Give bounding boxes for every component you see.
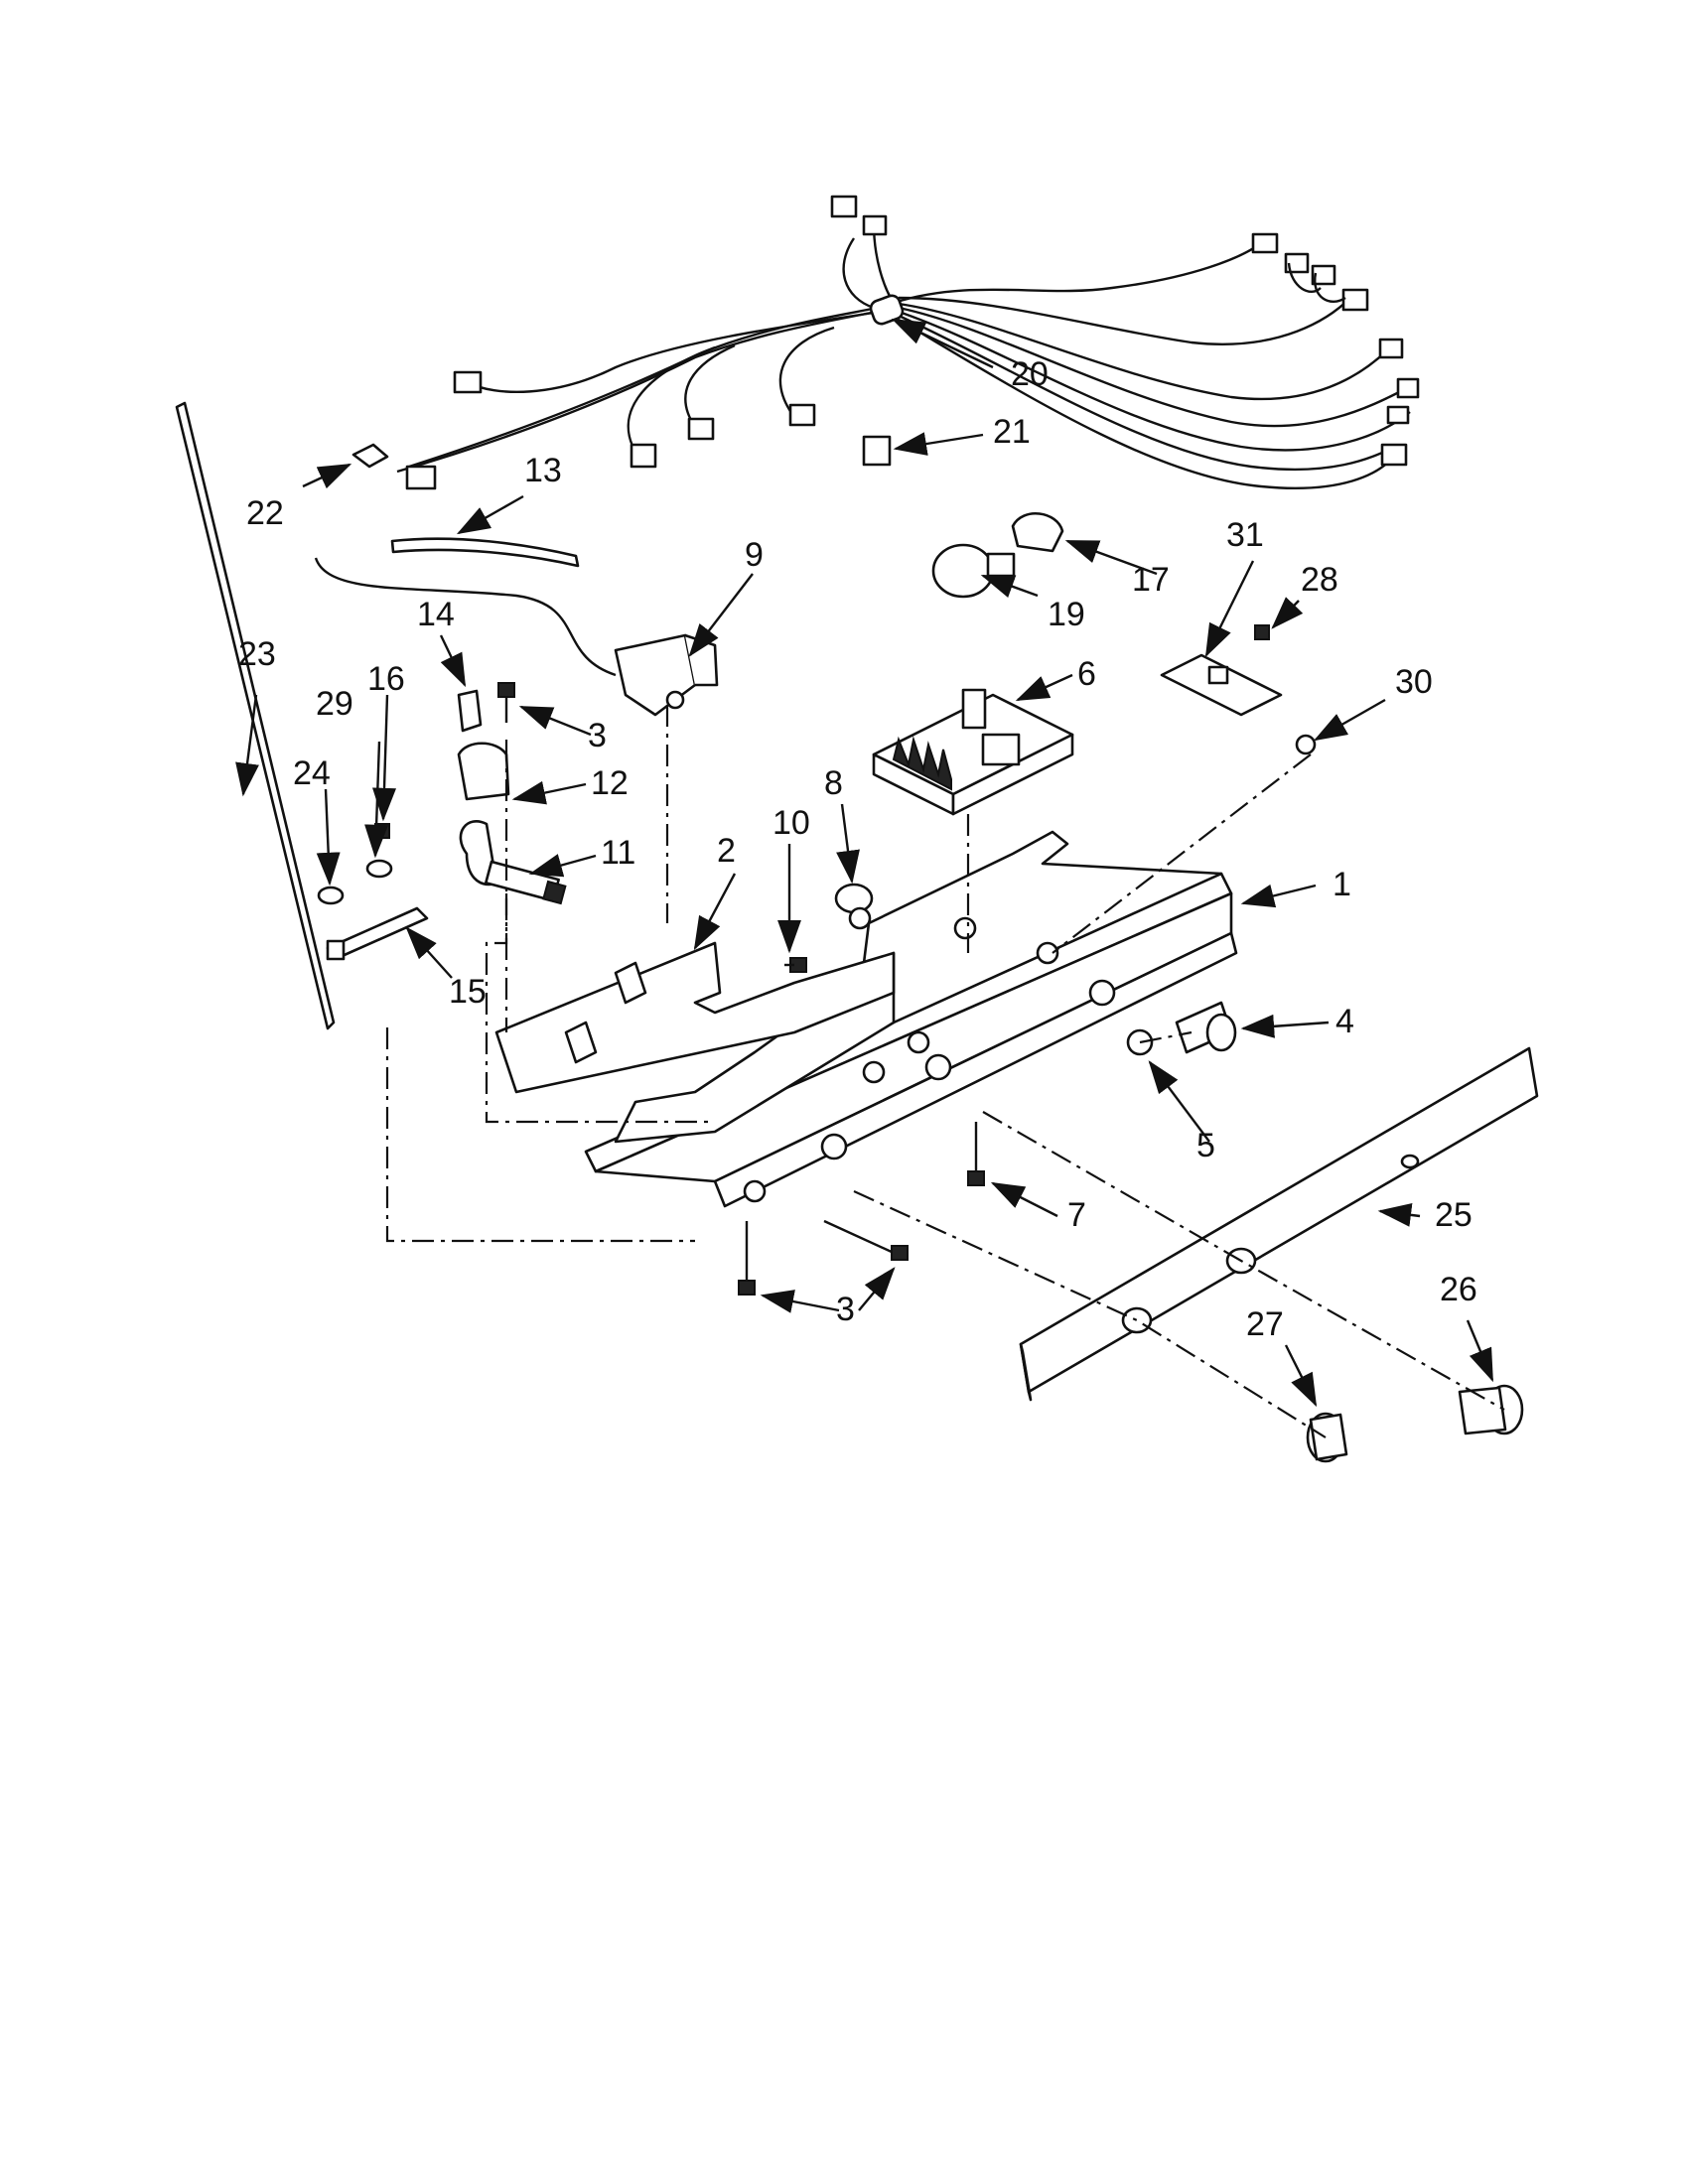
label-30: 30 — [1395, 663, 1433, 701]
screw-3-lower-b — [823, 1219, 909, 1261]
label-1: 1 — [1333, 866, 1351, 903]
label-26: 26 — [1440, 1271, 1477, 1308]
clip-30 — [1295, 734, 1317, 755]
lamp-socket-17 — [1011, 511, 1064, 553]
label-3b: 3 — [836, 1291, 855, 1328]
label-14: 14 — [417, 596, 455, 633]
screw-28 — [1254, 624, 1270, 640]
knob-27 — [1306, 1412, 1348, 1463]
control-panel-25 — [1019, 1046, 1539, 1402]
label-22: 22 — [246, 494, 284, 532]
screw-7 — [967, 1122, 985, 1186]
label-20: 20 — [1011, 355, 1049, 393]
label-12: 12 — [591, 764, 629, 802]
label-2: 2 — [717, 832, 736, 870]
washer-29 — [365, 859, 393, 879]
thermostat-11 — [459, 820, 567, 905]
part-14 — [457, 689, 483, 733]
control-board-6 — [872, 688, 1074, 816]
leader-arrows — [235, 318, 1494, 1408]
bracket-2 — [494, 941, 896, 1094]
bracket-12 — [457, 742, 510, 801]
label-23: 23 — [238, 635, 276, 673]
label-6: 6 — [1077, 655, 1096, 693]
label-4: 4 — [1335, 1003, 1354, 1040]
light-bulb-19 — [931, 543, 1016, 599]
label-3a: 3 — [588, 717, 607, 754]
control-housing-1 — [584, 830, 1238, 1208]
label-25: 25 — [1435, 1196, 1473, 1234]
label-31: 31 — [1226, 516, 1264, 554]
board-31 — [1160, 653, 1283, 717]
clip-21 — [862, 435, 892, 467]
clip-22 — [351, 443, 389, 469]
tube-13 — [390, 537, 580, 568]
label-15: 15 — [449, 973, 487, 1011]
label-16: 16 — [367, 660, 405, 698]
screw-10 — [784, 957, 807, 973]
lever-15-block — [326, 939, 346, 961]
label-7: 7 — [1067, 1196, 1086, 1234]
label-21: 21 — [993, 413, 1031, 451]
rod-23 — [175, 401, 336, 1030]
label-19: 19 — [1048, 596, 1085, 633]
label-13: 13 — [524, 452, 562, 489]
label-11: 11 — [601, 834, 635, 872]
wire-harness — [396, 195, 1420, 490]
label-28: 28 — [1301, 561, 1338, 599]
label-8: 8 — [824, 764, 843, 802]
label-27: 27 — [1246, 1305, 1284, 1343]
knob-26 — [1458, 1384, 1524, 1435]
label-17: 17 — [1132, 561, 1170, 599]
label-9: 9 — [745, 536, 764, 574]
washer-24 — [317, 886, 345, 905]
label-29: 29 — [316, 685, 353, 723]
screw-3-upper — [497, 682, 515, 723]
label-5: 5 — [1196, 1127, 1215, 1164]
label-10: 10 — [772, 804, 810, 842]
part-labels: 1 2 3 3 4 5 6 7 8 9 10 11 12 13 14 15 16… — [238, 355, 1477, 1343]
screw-3-lower-a — [738, 1221, 756, 1296]
grommet-8 — [834, 883, 874, 930]
label-24: 24 — [293, 754, 331, 792]
switch-4 — [1175, 1001, 1237, 1054]
